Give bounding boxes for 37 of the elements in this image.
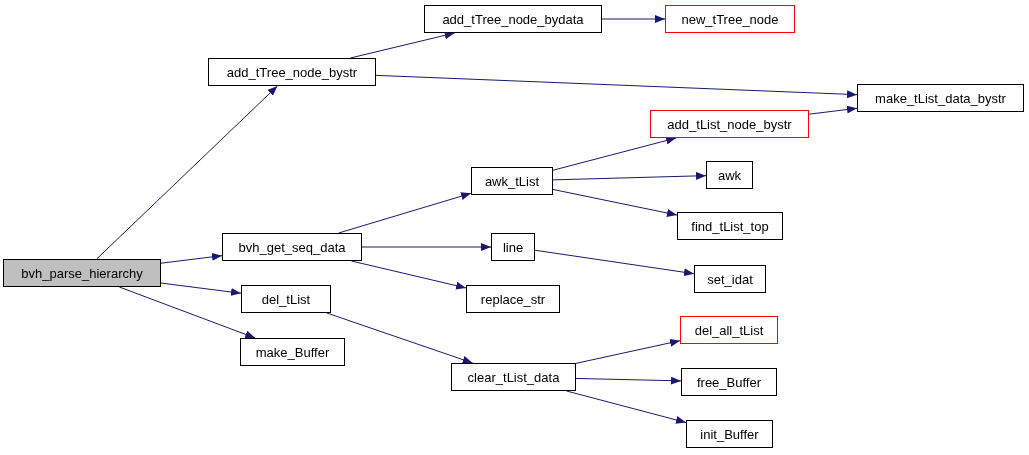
arrow bbox=[575, 338, 681, 364]
arrow bbox=[534, 249, 695, 277]
arrow bbox=[566, 390, 687, 424]
arrow bbox=[160, 282, 242, 296]
arrow bbox=[601, 15, 666, 23]
function-box: clear_tList_data bbox=[451, 363, 576, 391]
function-box: bvh_parse_hierarchy bbox=[3, 259, 161, 287]
arrow bbox=[552, 136, 677, 171]
function-box: awk_tList bbox=[471, 167, 553, 195]
function-box: make_Buffer bbox=[240, 338, 345, 366]
arrow bbox=[326, 312, 474, 364]
arrow bbox=[338, 192, 472, 234]
function-box: line bbox=[491, 233, 535, 261]
arrow bbox=[351, 260, 467, 290]
function-box: new_tTree_node bbox=[665, 5, 795, 33]
function-box: add_tTree_node_bydata bbox=[424, 5, 602, 33]
arrow bbox=[96, 85, 278, 260]
arrow bbox=[361, 243, 492, 251]
arrow bbox=[552, 188, 678, 217]
function-box: make_tList_data_bystr bbox=[857, 84, 1024, 112]
function-box: del_all_tList bbox=[680, 316, 778, 344]
arrow bbox=[375, 74, 858, 99]
function-box: add_tTree_node_bystr bbox=[208, 58, 376, 86]
function-box: add_tList_node_bystr bbox=[650, 110, 809, 138]
function-box: set_idat bbox=[694, 265, 766, 293]
arrow bbox=[160, 252, 223, 264]
function-box: free_Buffer bbox=[681, 368, 777, 396]
function-box: init_Buffer bbox=[686, 420, 773, 448]
function-box: bvh_get_seq_data bbox=[222, 233, 362, 261]
function-box: awk bbox=[706, 161, 753, 189]
arrow bbox=[118, 286, 256, 339]
arrow bbox=[575, 376, 682, 385]
function-box: replace_str bbox=[466, 285, 560, 313]
function-box: del_tList bbox=[241, 285, 331, 313]
function-box: find_tList_top bbox=[677, 212, 783, 240]
arrow bbox=[552, 171, 707, 181]
arrow bbox=[808, 105, 858, 115]
